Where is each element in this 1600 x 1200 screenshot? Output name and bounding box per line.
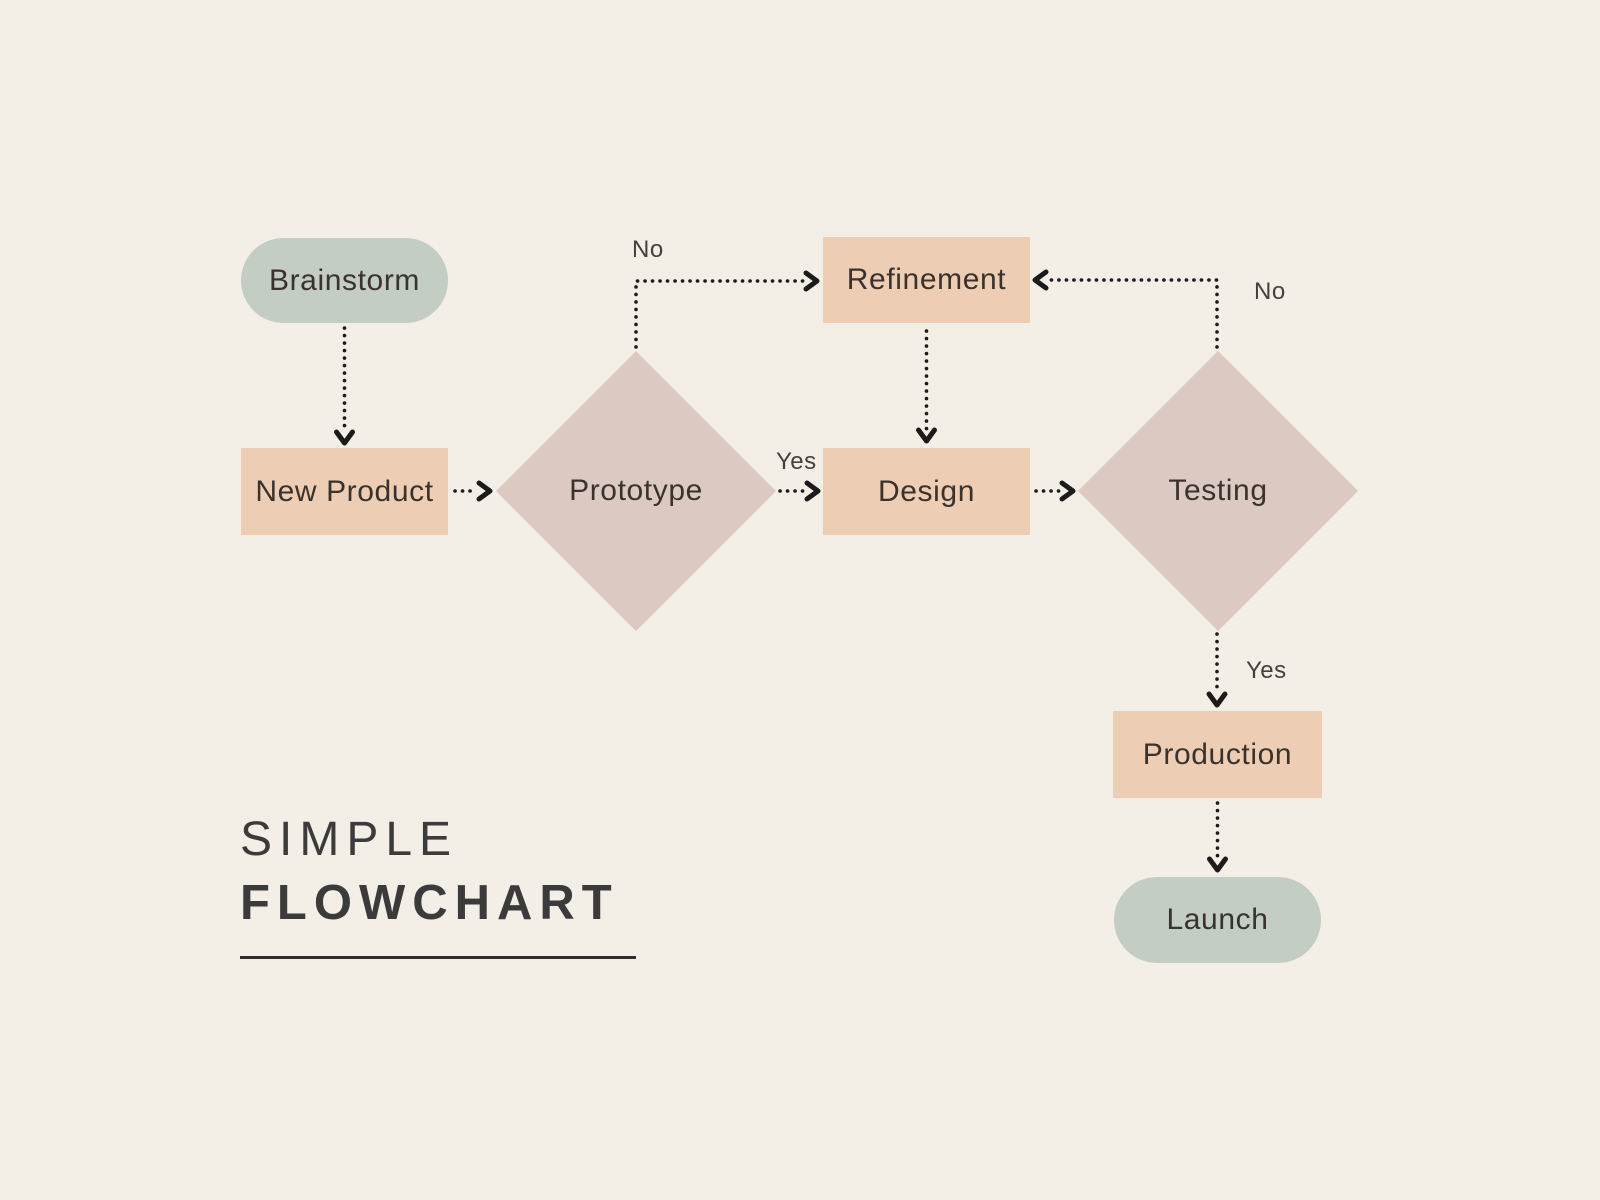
connector-prototype-to-refinement <box>634 279 805 349</box>
node-production: Production <box>1113 711 1322 798</box>
node-refinement-label: Refinement <box>846 263 1007 296</box>
arrowhead-production-to-launch <box>1207 856 1228 873</box>
chart-title: SIMPLE FLOWCHART <box>240 816 619 928</box>
title-underline <box>240 956 636 959</box>
node-brainstorm-label: Brainstorm <box>268 263 421 297</box>
node-design-label: Design <box>878 474 975 508</box>
arrowhead-prototype-to-design <box>804 480 821 502</box>
arrowhead-brainstorm-to-new-product <box>334 429 355 446</box>
arrowhead-refinement-to-design <box>916 427 937 444</box>
node-prototype-label: Prototype <box>569 474 703 507</box>
arrowhead-testing-to-production <box>1206 691 1228 708</box>
node-prototype: Prototype <box>495 350 777 632</box>
arrowhead-testing-to-refinement <box>1032 269 1049 291</box>
chart-title-line2: FLOWCHART <box>240 876 619 930</box>
node-production-label: Production <box>1142 737 1293 771</box>
node-new-product: New Product <box>241 448 448 535</box>
chart-title-line1: SIMPLE <box>240 813 459 866</box>
node-design: Design <box>823 448 1030 535</box>
node-launch-label: Launch <box>1166 903 1269 936</box>
edge-label-prototype-yes: Yes <box>776 448 817 475</box>
node-refinement: Refinement <box>823 237 1030 323</box>
arrowhead-design-to-testing <box>1059 480 1076 502</box>
arrowhead-prototype-to-refinement <box>803 270 820 292</box>
node-launch: Launch <box>1114 877 1321 963</box>
arrowhead-new-product-to-prototype <box>476 480 493 502</box>
edge-label-prototype-no: No <box>632 236 664 263</box>
node-brainstorm: Brainstorm <box>241 238 448 323</box>
node-testing-label: Testing <box>1168 474 1268 507</box>
node-new-product-label: New Product <box>255 474 434 508</box>
node-testing: Testing <box>1077 350 1359 632</box>
edge-label-testing-yes: Yes <box>1246 657 1287 684</box>
edge-label-testing-no: No <box>1254 278 1286 305</box>
connector-testing-to-refinement <box>1045 278 1219 349</box>
